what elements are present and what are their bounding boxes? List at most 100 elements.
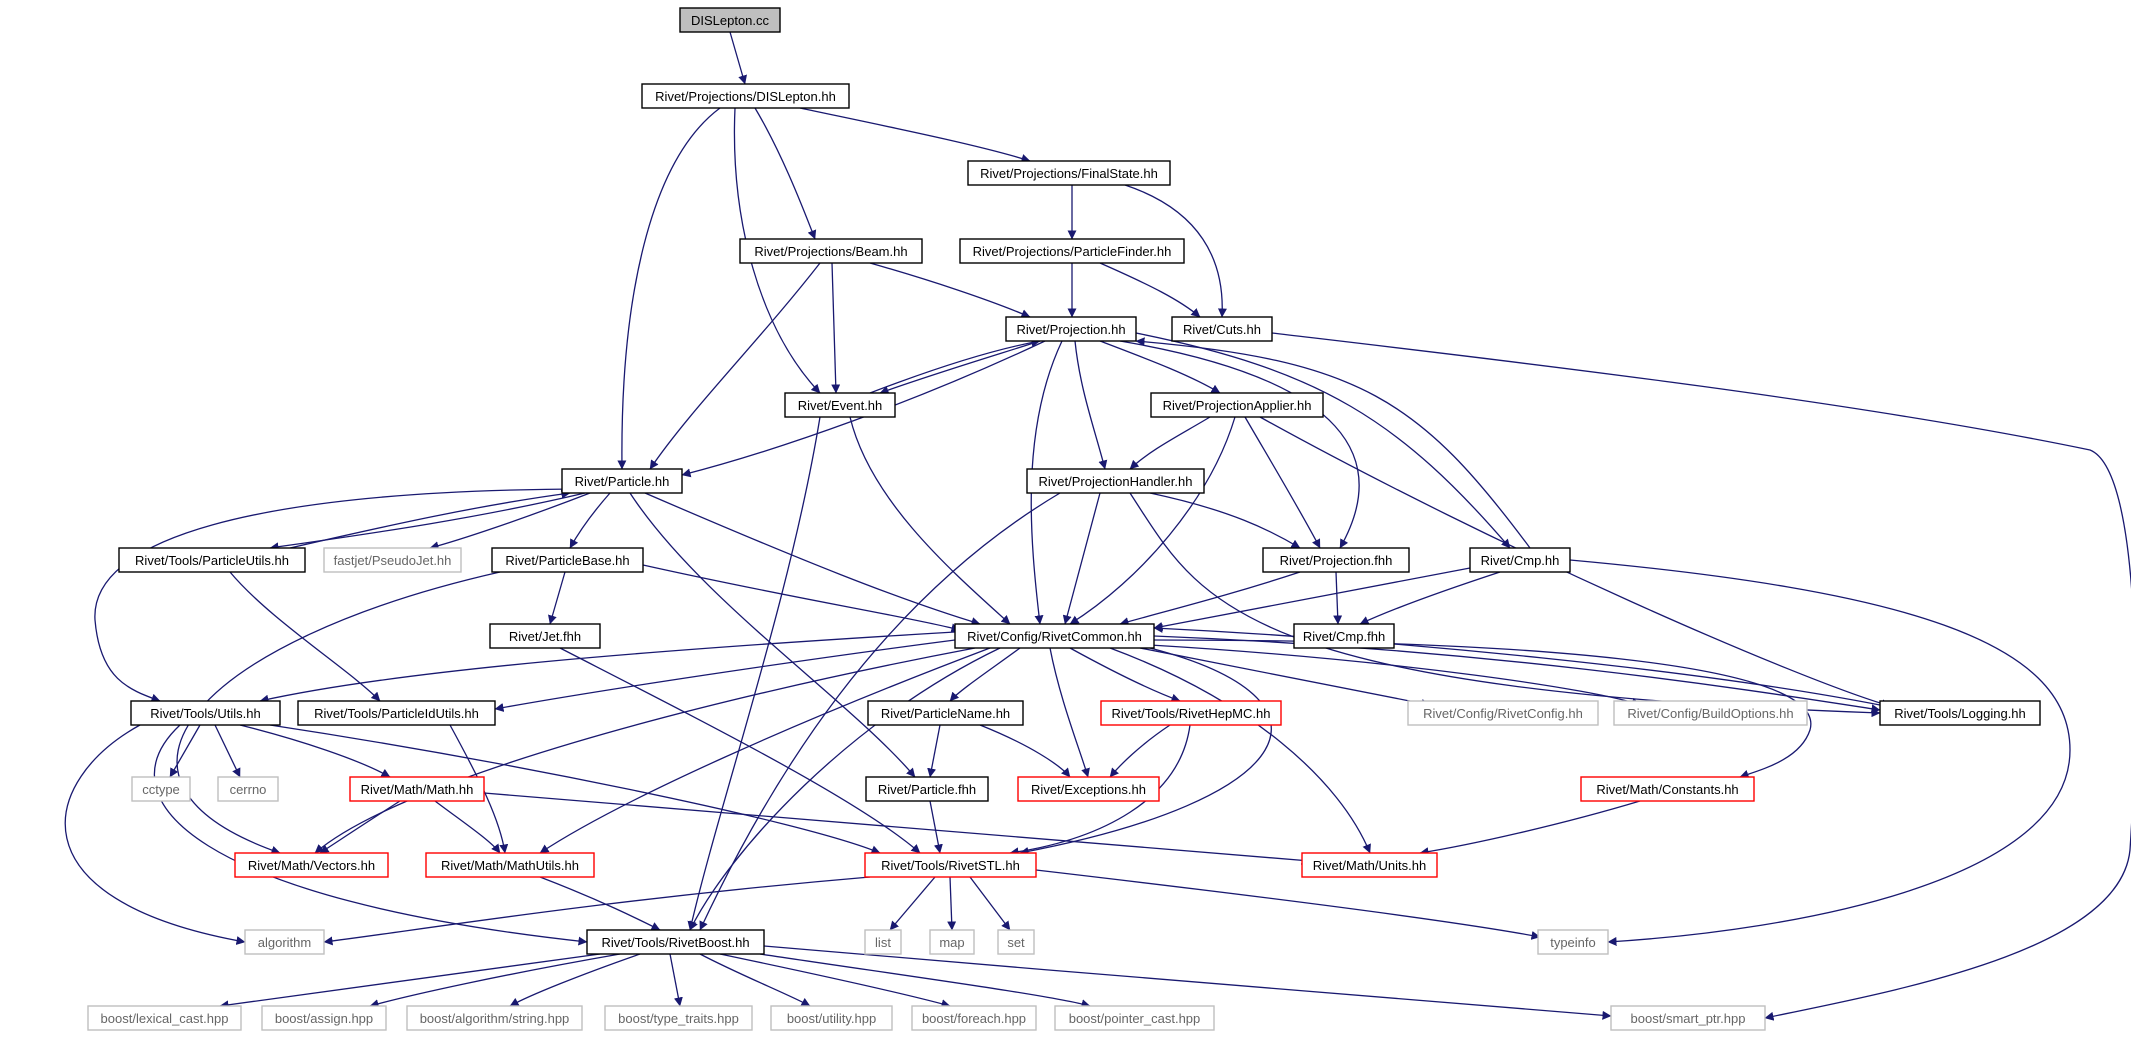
graph-node[interactable]: Rivet/ParticleBase.hh — [491, 547, 644, 573]
graph-node[interactable]: Rivet/Cuts.hh — [1171, 316, 1273, 342]
edge-n34-to-n36 — [323, 876, 871, 946]
node-box — [244, 929, 325, 955]
edge-n19-to-n26 — [169, 724, 201, 778]
edge-n7-to-n17 — [849, 416, 1011, 625]
graph-node[interactable]: Rivet/Particle.fhh — [865, 776, 989, 802]
graph-node[interactable]: Rivet/Projection.hh — [1005, 316, 1137, 342]
graph-node[interactable]: boost/lexical_cast.hpp — [87, 1005, 242, 1031]
graph-node[interactable]: Rivet/Cmp.hh — [1469, 547, 1571, 573]
graph-node[interactable]: algorithm — [244, 929, 325, 955]
graph-node[interactable]: Rivet/Tools/RivetBoost.hh — [586, 929, 765, 955]
graph-node[interactable]: Rivet/Tools/ParticleIdUtils.hh — [297, 700, 496, 726]
graph-node[interactable]: Rivet/Particle.hh — [561, 468, 683, 494]
graph-node[interactable]: typeinfo — [1537, 929, 1609, 955]
graph-node[interactable]: Rivet/ParticleName.hh — [867, 700, 1024, 726]
node-box — [1150, 392, 1324, 418]
graph-node[interactable]: cerrno — [217, 776, 279, 802]
edge-n9-to-n29 — [629, 492, 916, 778]
graph-node[interactable]: cctype — [131, 776, 191, 802]
node-label: Rivet/Projections/Beam.hh — [754, 244, 907, 259]
edge-n8-to-n17 — [1069, 416, 1236, 625]
node-box — [1293, 623, 1395, 649]
graph-node[interactable]: Rivet/Tools/ParticleUtils.hh — [118, 547, 306, 573]
edge-n37-to-n44 — [509, 953, 641, 1007]
edge-n28-to-n33 — [434, 800, 501, 854]
graph-node[interactable]: boost/algorithm/string.hpp — [406, 1005, 583, 1031]
graph-node[interactable]: Rivet/Math/Units.hh — [1301, 852, 1438, 878]
node-label: boost/algorithm/string.hpp — [420, 1011, 570, 1026]
edge-n34-to-n38 — [889, 876, 936, 931]
edge-n21-to-n30 — [979, 724, 1071, 778]
edge-n11-to-n9 — [289, 489, 571, 549]
edge-n10-to-n25 — [1129, 492, 1881, 718]
graph-node[interactable]: Rivet/ProjectionApplier.hh — [1150, 392, 1324, 418]
edge-n17-to-n20 — [494, 639, 956, 712]
graph-node[interactable]: Rivet/Tools/Logging.hh — [1879, 700, 2041, 726]
node-label: Rivet/ParticleName.hh — [881, 706, 1010, 721]
graph-node[interactable]: map — [929, 929, 975, 955]
graph-node[interactable]: boost/foreach.hpp — [911, 1005, 1037, 1031]
graph-node[interactable]: fastjet/PseudoJet.hh — [323, 547, 462, 573]
node-layer: DISLepton.ccRivet/Projections/DISLepton.… — [87, 7, 2041, 1031]
graph-node[interactable]: Rivet/Math/Constants.hh — [1580, 776, 1755, 802]
node-label: Rivet/Tools/Logging.hh — [1894, 706, 2026, 721]
edge-n13-to-n17 — [642, 564, 961, 633]
graph-node[interactable]: Rivet/Projections/ParticleFinder.hh — [959, 238, 1185, 264]
graph-node[interactable]: list — [864, 929, 902, 955]
edge-n19-to-n37 — [153, 724, 588, 946]
edge-n7-to-n37 — [687, 416, 821, 931]
graph-node[interactable]: Rivet/Config/RivetCommon.hh — [954, 623, 1155, 649]
edge-n22-to-n34 — [1009, 724, 1191, 857]
edge-n17-to-n25 — [1153, 635, 1881, 714]
graph-node[interactable]: boost/smart_ptr.hpp — [1610, 1005, 1766, 1031]
edge-n1-to-n2 — [799, 107, 1031, 163]
graph-node[interactable]: Rivet/Event.hh — [784, 392, 896, 418]
graph-node[interactable]: boost/type_traits.hpp — [604, 1005, 753, 1031]
graph-node[interactable]: Rivet/Exceptions.hh — [1017, 776, 1160, 802]
graph-node[interactable]: boost/utility.hpp — [770, 1005, 893, 1031]
node-box — [323, 547, 462, 573]
node-label: Rivet/Projection.hh — [1016, 322, 1125, 337]
node-label: Rivet/ParticleBase.hh — [505, 553, 629, 568]
node-box — [297, 700, 496, 726]
graph-node[interactable]: boost/assign.hpp — [261, 1005, 387, 1031]
node-box — [130, 700, 281, 726]
node-label: Rivet/Math/Constants.hh — [1596, 782, 1738, 797]
graph-node[interactable]: Rivet/Tools/Utils.hh — [130, 700, 281, 726]
edge-n9-to-n11 — [269, 492, 586, 552]
node-box — [1407, 700, 1599, 726]
graph-node[interactable]: Rivet/Math/Vectors.hh — [234, 852, 389, 878]
node-label: Rivet/Particle.hh — [575, 474, 670, 489]
graph-node[interactable]: Rivet/Tools/RivetSTL.hh — [864, 852, 1037, 878]
graph-node[interactable]: Rivet/Projection.fhh — [1262, 547, 1410, 573]
node-label: algorithm — [258, 935, 311, 950]
edge-n37-to-n47 — [719, 953, 951, 1009]
node-box — [864, 929, 902, 955]
node-label: Rivet/Tools/RivetHepMC.hh — [1112, 706, 1271, 721]
node-label: Rivet/Event.hh — [798, 398, 883, 413]
graph-node[interactable]: Rivet/Config/BuildOptions.hh — [1613, 700, 1808, 726]
graph-node[interactable]: Rivet/ProjectionHandler.hh — [1026, 468, 1205, 494]
graph-node[interactable]: Rivet/Config/RivetConfig.hh — [1407, 700, 1599, 726]
graph-node[interactable]: boost/pointer_cast.hpp — [1054, 1005, 1215, 1031]
graph-node[interactable]: DISLepton.cc — [679, 7, 781, 33]
node-box — [739, 238, 923, 264]
node-label: Rivet/Exceptions.hh — [1031, 782, 1146, 797]
graph-node[interactable]: Rivet/Projections/FinalState.hh — [967, 160, 1171, 186]
graph-node[interactable]: Rivet/Cmp.fhh — [1293, 623, 1395, 649]
graph-node[interactable]: Rivet/Jet.fhh — [489, 623, 601, 649]
graph-node[interactable]: Rivet/Tools/RivetHepMC.hh — [1100, 700, 1282, 726]
graph-node[interactable]: Rivet/Projections/Beam.hh — [739, 238, 923, 264]
graph-node[interactable]: set — [997, 929, 1035, 955]
graph-node[interactable]: Rivet/Math/MathUtils.hh — [425, 852, 595, 878]
node-box — [349, 776, 485, 802]
node-box — [997, 929, 1035, 955]
node-label: typeinfo — [1550, 935, 1596, 950]
edge-n3-to-n5 — [869, 262, 1031, 318]
node-label: boost/assign.hpp — [275, 1011, 373, 1026]
node-box — [604, 1005, 753, 1031]
node-box — [1610, 1005, 1766, 1031]
edge-n37-to-n45 — [669, 953, 683, 1007]
graph-node[interactable]: Rivet/Math/Math.hh — [349, 776, 485, 802]
graph-node[interactable]: Rivet/Projections/DISLepton.hh — [641, 83, 850, 109]
